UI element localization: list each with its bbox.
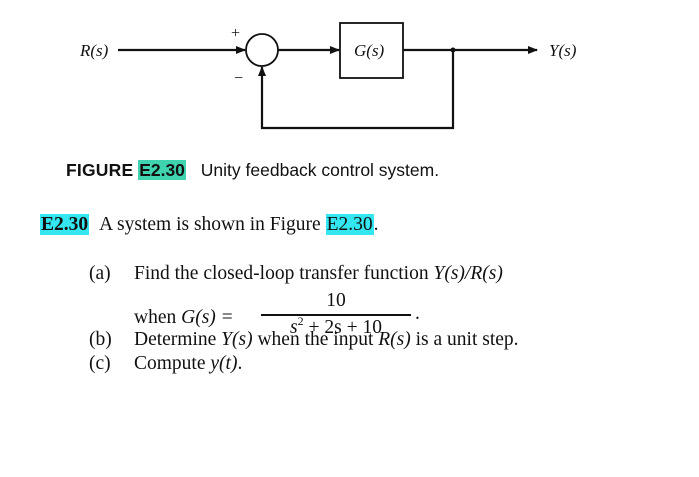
part-label: (a) xyxy=(89,263,111,284)
part-c: (c)Compute y(t). xyxy=(89,353,243,374)
part-a: (a) Find the closed-loop transfer functio… xyxy=(89,262,519,286)
plus-sign: + xyxy=(231,25,240,42)
fraction-period: . xyxy=(415,303,420,324)
feedback-path xyxy=(258,50,455,130)
part-b: (b)Determine Y(s) when the input R(s) is… xyxy=(89,329,519,350)
figure-caption: FIGURE E2.30 Unity feedback control syst… xyxy=(66,160,439,181)
problem-period: . xyxy=(373,214,379,235)
part-label: (b) xyxy=(89,329,112,350)
part-a-condition: when G(s)= 10 s2 + 2s + 10 . xyxy=(89,260,519,338)
output-label: Y(s) xyxy=(549,41,577,60)
figure-label: FIGURE xyxy=(66,160,134,180)
figure-number: E2.30 xyxy=(138,160,186,180)
transfer-function-fraction: 10 s2 + 2s + 10 xyxy=(261,290,411,339)
problem-number: E2.30 xyxy=(40,214,90,235)
block-diagram: R(s) + − G(s) Y(s) xyxy=(79,22,577,130)
problem-text: A system is shown in Figure xyxy=(99,214,321,235)
transfer-function-ratio: Y(s)/R(s) xyxy=(433,263,503,284)
part-label: (c) xyxy=(89,353,111,374)
condition-text: when G(s)= xyxy=(134,307,233,328)
problem-parts: (a) Find the closed-loop transfer functio… xyxy=(89,262,519,376)
figure-caption-text: Unity feedback control system. xyxy=(200,160,440,180)
summing-junction xyxy=(245,33,279,67)
figure-reference: E2.30 xyxy=(325,214,374,235)
input-label: R(s) xyxy=(79,41,109,60)
part-text: Find the closed-loop transfer function xyxy=(134,263,429,284)
numerator: 10 xyxy=(326,290,346,311)
minus-sign: − xyxy=(234,70,243,87)
plant-label: G(s) xyxy=(354,41,385,60)
denominator: s2 + 2s + 10 xyxy=(290,313,382,338)
fraction-bar xyxy=(261,314,411,316)
